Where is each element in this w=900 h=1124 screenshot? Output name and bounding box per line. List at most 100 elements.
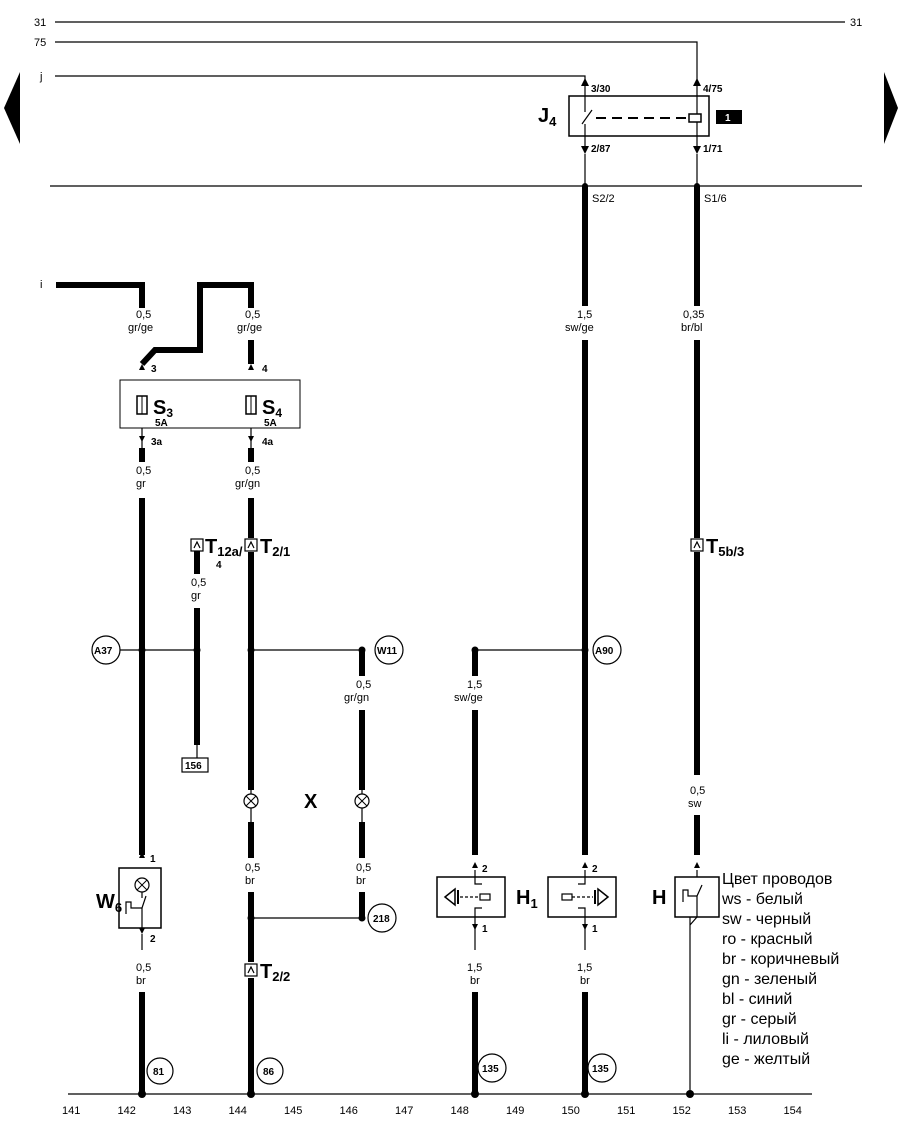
svg-text:0,5: 0,5 — [136, 309, 151, 321]
svg-text:gr/ge: gr/ge — [237, 322, 262, 334]
top-rails: 31 31 75 j — [34, 17, 862, 187]
legend-item: br - коричневый — [722, 951, 839, 968]
svg-text:5A: 5A — [155, 418, 168, 429]
relay-badge: 1 — [725, 113, 731, 124]
box-156: 156 — [185, 761, 202, 772]
ruler-number: 141 — [62, 1105, 80, 1117]
component-w6: 1 W6 2 0,5 br — [96, 852, 162, 1094]
legend-item: li - лиловый — [722, 1031, 809, 1048]
svg-text:gr: gr — [136, 478, 146, 490]
horn-icon — [443, 870, 491, 917]
ground-135: 135 — [592, 1064, 609, 1075]
svg-text:T12a/: T12a/ — [205, 536, 243, 559]
relay-pin-2-87: 2/87 — [591, 144, 611, 155]
wire-150: 1,5 sw/ge — [565, 183, 594, 855]
svg-text:3: 3 — [151, 364, 157, 375]
svg-text:gr/gn: gr/gn — [235, 478, 260, 490]
horn-h1: 2 H1 1 1,5 br — [516, 862, 617, 1094]
ruler-number: 144 — [229, 1105, 247, 1117]
svg-text:br: br — [356, 875, 366, 887]
svg-text:1,5: 1,5 — [577, 309, 592, 321]
ground-135: 135 — [482, 1064, 499, 1075]
node-218: 218 — [373, 914, 390, 925]
connector-t5b: T5b/3 — [690, 536, 744, 559]
lamp-x: X — [243, 791, 370, 813]
svg-text:gr/ge: gr/ge — [128, 322, 153, 334]
triangle-left-icon[interactable] — [4, 72, 20, 144]
color-legend: Цвет проводов ws - белый sw - черный ro … — [721, 871, 839, 1068]
splice-s2-label: S2/2 — [592, 193, 615, 205]
svg-text:1,5: 1,5 — [467, 679, 482, 691]
svg-text:2: 2 — [150, 934, 156, 945]
svg-text:2: 2 — [482, 864, 488, 875]
svg-text:gr: gr — [191, 590, 201, 602]
junction-row: A37 W11 A90 — [91, 635, 622, 665]
rail-j-label: j — [39, 71, 42, 83]
ruler-number: 147 — [395, 1105, 413, 1117]
wire-144: 0,5 gr/gn 0,5 br — [235, 448, 260, 1094]
svg-text:br: br — [136, 975, 146, 987]
legend-item: sw - черный — [722, 911, 811, 928]
rail-31-label-right: 31 — [850, 17, 862, 29]
svg-text:1,5: 1,5 — [577, 962, 592, 974]
svg-text:3a: 3a — [151, 437, 163, 448]
svg-text:br/bl: br/bl — [681, 322, 702, 334]
ground-86: 86 — [263, 1067, 275, 1078]
legend-item: bl - синий — [722, 991, 792, 1008]
ruler-number: 153 — [728, 1105, 746, 1117]
relay-pin-1-71: 1/71 — [703, 144, 723, 155]
splice-s1-label: S1/6 — [704, 193, 727, 205]
svg-text:T2/2: T2/2 — [260, 961, 290, 984]
horn-icon — [561, 870, 610, 917]
ruler-number: 151 — [617, 1105, 635, 1117]
svg-text:0,5: 0,5 — [356, 862, 371, 874]
svg-text:4a: 4a — [262, 437, 274, 448]
node-a90: A90 — [595, 646, 614, 657]
svg-text:5A: 5A — [264, 418, 277, 429]
wire-146: 0,5 gr/gn 0,5 br — [344, 650, 371, 918]
ruler-number: 150 — [562, 1105, 580, 1117]
rail-i-label: i — [40, 279, 42, 291]
connector-t12a: T12a/ 4 — [190, 536, 243, 571]
svg-text:br: br — [245, 875, 255, 887]
svg-text:4: 4 — [216, 560, 222, 571]
svg-text:1: 1 — [592, 924, 598, 935]
connector-t2-1: T2/1 — [244, 536, 290, 559]
svg-text:4: 4 — [262, 364, 268, 375]
legend-item: gn - зеленый — [722, 971, 817, 988]
node-a37: A37 — [94, 646, 113, 657]
rail-31-label-left: 31 — [34, 17, 46, 29]
svg-text:0,5: 0,5 — [136, 962, 151, 974]
feed-wires: i 0,5 gr/ge 0,5 gr/ge 3 4 — [40, 279, 268, 375]
wire-152: 0,35 br/bl 0,5 sw — [681, 183, 705, 855]
svg-text:1,5: 1,5 — [467, 962, 482, 974]
triangle-right-icon[interactable] — [884, 72, 898, 144]
legend-item: ws - белый — [721, 891, 803, 908]
svg-text:gr/gn: gr/gn — [344, 692, 369, 704]
relay-j4: J4 3/30 4/75 1 2/87 1/71 — [538, 78, 742, 186]
ground-nodes: 81 86 135 135 — [68, 1053, 812, 1098]
ground-81: 81 — [153, 1067, 165, 1078]
fuse-s4-label: S4 — [262, 397, 282, 420]
ruler-number: 152 — [673, 1105, 691, 1117]
fuse-box: S3 5A S4 5A 3a 4a — [119, 379, 301, 448]
relay-name: J4 — [538, 105, 557, 129]
fuse-s3-label: S3 — [153, 397, 173, 420]
svg-text:br: br — [580, 975, 590, 987]
connectors: T12a/ 4 T2/1 T5b/3 T2/2 — [190, 536, 744, 984]
svg-text:0,5: 0,5 — [191, 577, 206, 589]
svg-text:0,5: 0,5 — [356, 679, 371, 691]
svg-text:H1: H1 — [516, 887, 538, 911]
switch-icon — [125, 895, 147, 914]
svg-text:T5b/3: T5b/3 — [706, 536, 744, 559]
svg-text:0,5: 0,5 — [245, 862, 260, 874]
svg-text:1: 1 — [482, 924, 488, 935]
relay-pin-3-30: 3/30 — [591, 84, 611, 95]
node-218-link: 218 — [247, 903, 397, 933]
wire-142: 0,5 gr — [136, 448, 151, 855]
svg-text:0,35: 0,35 — [683, 309, 704, 321]
svg-text:2: 2 — [592, 864, 598, 875]
horn-button-h: H — [652, 862, 720, 1094]
ruler-number: 146 — [340, 1105, 358, 1117]
legend-title: Цвет проводов — [722, 871, 832, 888]
